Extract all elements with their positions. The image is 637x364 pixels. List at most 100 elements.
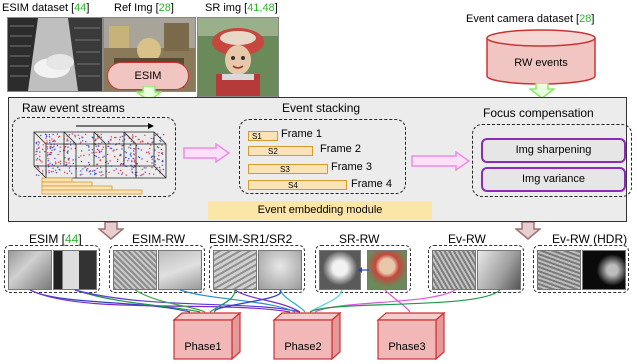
event-dot bbox=[35, 159, 38, 161]
event-dot bbox=[46, 146, 48, 148]
event-dot bbox=[51, 163, 53, 166]
event-dot bbox=[83, 154, 85, 157]
event-dot bbox=[80, 160, 83, 163]
event-dot bbox=[116, 148, 118, 151]
event-dot bbox=[82, 140, 84, 142]
event-dot bbox=[98, 149, 100, 151]
event-dot bbox=[94, 155, 96, 157]
event-dot bbox=[103, 155, 105, 157]
sr-rw-label: SR-RW bbox=[339, 232, 380, 246]
event-dot bbox=[117, 158, 119, 161]
event-dot bbox=[52, 170, 54, 173]
event-dot bbox=[124, 151, 126, 153]
event-dot bbox=[66, 138, 69, 140]
event-dot bbox=[53, 145, 55, 148]
event-stream-volume bbox=[33, 123, 167, 195]
event-dot bbox=[56, 144, 59, 147]
event-dot bbox=[142, 140, 144, 143]
module-to-ev-rw-arrow bbox=[515, 222, 541, 240]
event-dot bbox=[112, 150, 114, 152]
event-dot bbox=[84, 166, 86, 168]
event-dot bbox=[55, 163, 57, 165]
event-dot bbox=[38, 174, 40, 177]
event-dot bbox=[134, 148, 136, 150]
event-dot bbox=[46, 148, 49, 150]
event-dot bbox=[49, 139, 51, 142]
event-dot bbox=[68, 134, 71, 136]
event-dot bbox=[155, 169, 157, 171]
event-dot bbox=[95, 173, 97, 175]
event-dot bbox=[138, 156, 141, 159]
event-dot bbox=[160, 140, 162, 143]
event-dot bbox=[110, 136, 113, 138]
event-dot bbox=[119, 136, 121, 138]
event-dot bbox=[133, 158, 135, 160]
event-dot bbox=[54, 157, 56, 160]
event-dot bbox=[159, 139, 161, 142]
event-dot bbox=[68, 162, 70, 164]
event-dot bbox=[95, 151, 97, 154]
event-dot bbox=[94, 173, 96, 176]
event-dot bbox=[107, 153, 109, 156]
event-dot bbox=[102, 146, 105, 148]
event-dot bbox=[64, 157, 66, 159]
event-dot bbox=[161, 160, 163, 163]
event-dot bbox=[128, 146, 130, 149]
event-dot bbox=[44, 150, 46, 153]
event-dot bbox=[79, 174, 82, 176]
event-dot bbox=[107, 162, 109, 165]
event-dot bbox=[82, 136, 84, 139]
event-dot bbox=[130, 152, 132, 154]
ev-rw-hdr-thumbs-frame bbox=[533, 245, 629, 293]
event-dot bbox=[113, 149, 115, 151]
event-dot bbox=[109, 147, 111, 149]
focus-compensation-title: Focus compensation bbox=[483, 106, 594, 120]
event-dot bbox=[102, 156, 104, 159]
event-dot bbox=[37, 141, 39, 143]
event-dot bbox=[39, 155, 41, 158]
event-dot bbox=[42, 170, 44, 172]
event-dot bbox=[59, 150, 61, 153]
rw-to-module-arrow bbox=[529, 83, 555, 99]
event-dot bbox=[88, 170, 91, 173]
event-dot bbox=[133, 166, 135, 169]
event-dot bbox=[161, 164, 164, 166]
event-dot bbox=[154, 149, 156, 151]
event-dot bbox=[97, 133, 99, 136]
stack-s3: S3 bbox=[248, 164, 328, 174]
event-dot bbox=[133, 160, 136, 162]
img-sharpening-box: Img sharpening bbox=[481, 138, 626, 163]
event-dot bbox=[128, 158, 130, 160]
event-dot bbox=[49, 145, 51, 148]
event-dot bbox=[48, 136, 51, 138]
event-dot bbox=[49, 151, 52, 154]
event-dot bbox=[80, 170, 82, 172]
sr-rw-thumbs-frame bbox=[315, 245, 411, 293]
event-dot bbox=[125, 174, 128, 176]
event-dot bbox=[41, 161, 43, 163]
event-dot bbox=[54, 148, 56, 150]
event-dot bbox=[40, 134, 42, 137]
event-dot bbox=[154, 161, 156, 163]
event-dot bbox=[55, 172, 58, 174]
event-dot bbox=[67, 146, 69, 148]
event-dot bbox=[108, 171, 110, 174]
event-dot bbox=[47, 164, 50, 166]
event-dot bbox=[139, 141, 142, 143]
event-dot bbox=[63, 171, 66, 173]
event-dot bbox=[148, 153, 150, 155]
event-dot bbox=[115, 168, 118, 170]
event-dot bbox=[130, 164, 132, 166]
event-dot bbox=[94, 139, 97, 142]
event-dot bbox=[119, 164, 122, 166]
event-dot bbox=[47, 158, 49, 160]
event-dot bbox=[131, 134, 134, 136]
esim-rw-thumbs-frame bbox=[109, 245, 205, 293]
event-dot bbox=[87, 167, 89, 170]
event-dot bbox=[47, 160, 49, 162]
event-dot bbox=[80, 155, 82, 157]
event-dot bbox=[100, 150, 103, 153]
event-dot bbox=[160, 148, 162, 151]
event-dot bbox=[91, 136, 94, 138]
stack-s4: S4 bbox=[248, 180, 347, 190]
